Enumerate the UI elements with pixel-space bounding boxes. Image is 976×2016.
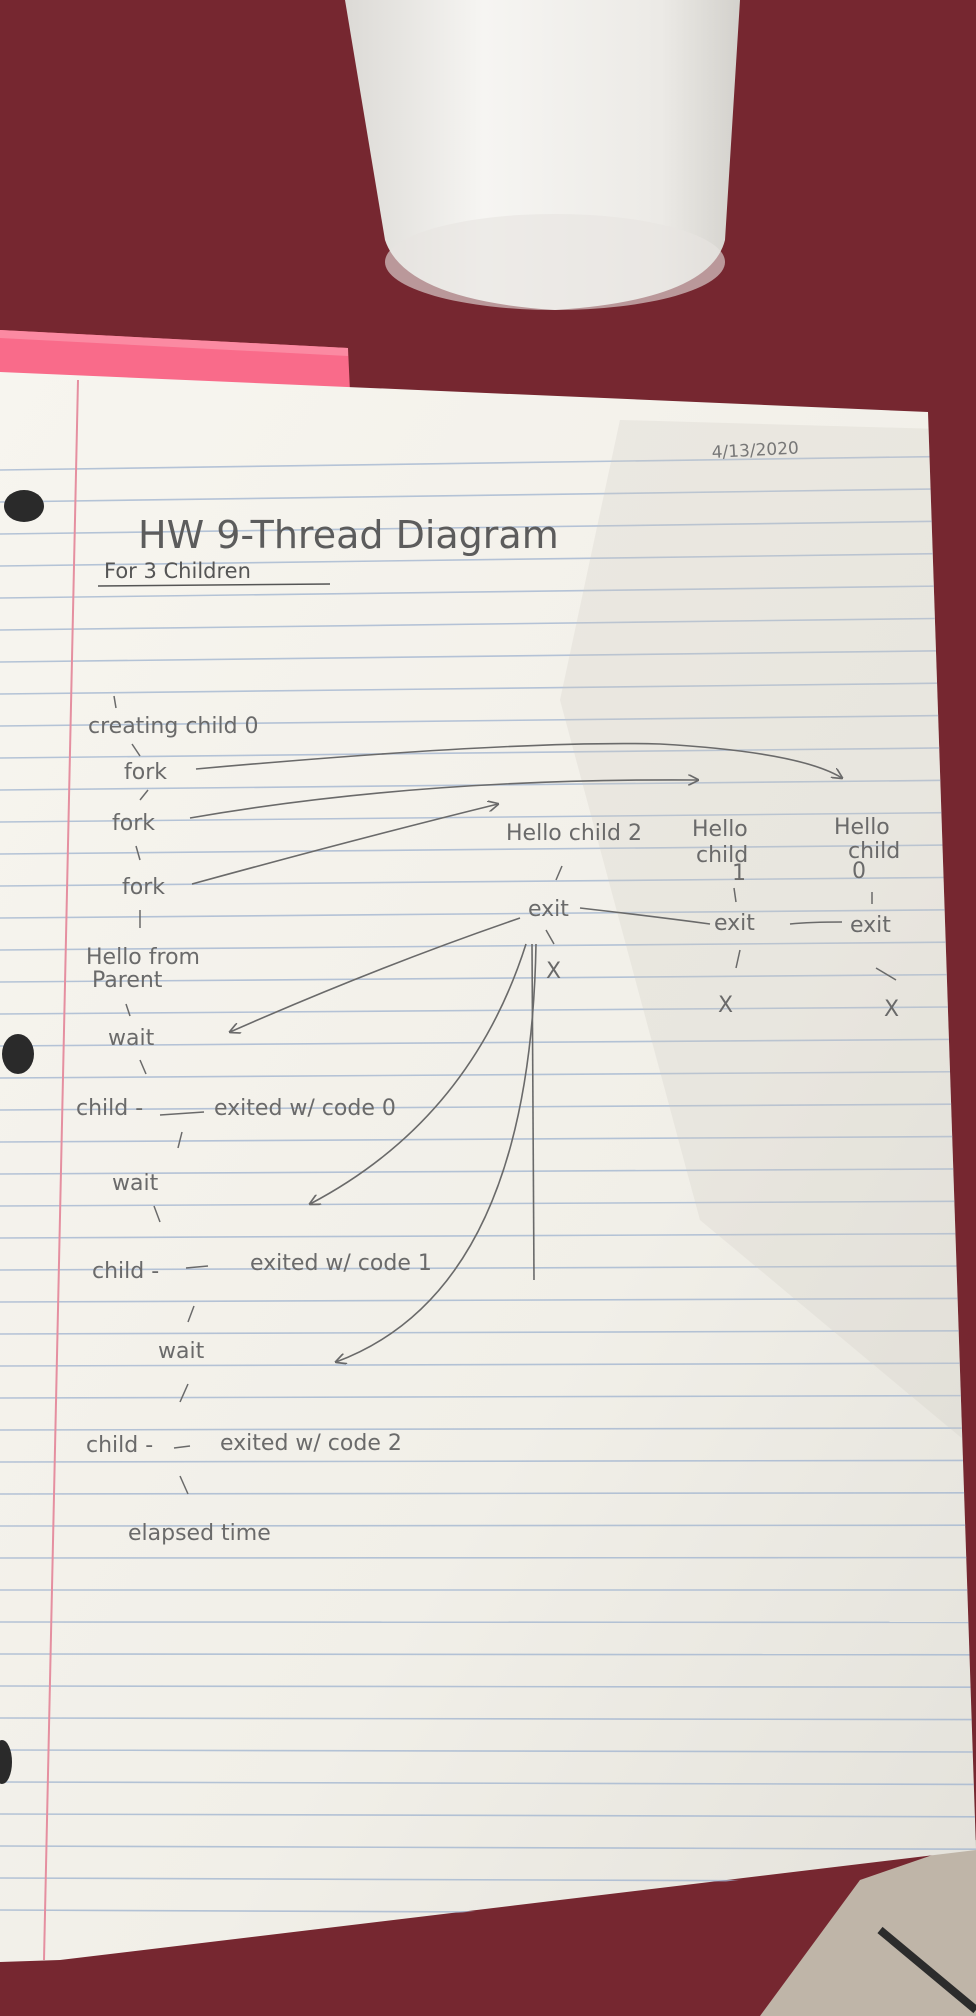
arrow-fork-to-child-1 — [189, 780, 698, 819]
child-0-exit: exit — [850, 913, 891, 938]
parent-child-3: child - — [86, 1433, 153, 1458]
white-cup — [345, 0, 740, 310]
title: HW 9-Thread Diagram — [138, 513, 559, 557]
ruled-line — [0, 520, 976, 535]
child-2-hello: Hello child 2 — [506, 821, 642, 846]
child-1-hello-line-2: child — [696, 843, 748, 868]
ruled-line — [0, 1717, 976, 1721]
parent-label: Parent — [92, 968, 163, 993]
parent-exit-code-0: exited w/ code 0 — [214, 1096, 396, 1121]
ruled-line — [0, 1006, 976, 1015]
ruled-line — [0, 1297, 976, 1303]
child-2-vertical-line — [531, 943, 535, 1281]
ruled-line — [0, 1685, 976, 1688]
child-1-hello-line-1: Hello — [692, 817, 748, 842]
ruled-line — [0, 973, 976, 983]
ruled-line — [0, 1232, 976, 1239]
ruled-line — [0, 876, 976, 887]
ruled-line — [0, 617, 976, 631]
child-0-end: X — [884, 997, 899, 1022]
arrow-exit-to-wait-3 — [336, 943, 537, 1362]
ruled-line — [0, 1653, 976, 1656]
child-1-hello-line-3: 1 — [732, 861, 746, 886]
ruled-line — [0, 584, 976, 599]
ruled-line — [0, 1200, 976, 1207]
parent-elapsed-time: elapsed time — [128, 1521, 271, 1546]
parent-fork-2: fork — [112, 811, 155, 836]
child-0-hello-line-1: Hello — [834, 815, 890, 840]
subtitle: For 3 Children — [104, 559, 251, 583]
ruled-line — [0, 1524, 976, 1527]
arrow-fork-to-child-2 — [191, 804, 498, 885]
ruled-line — [0, 1781, 976, 1786]
ruled-line — [0, 1135, 976, 1143]
child-2-end: X — [546, 959, 561, 984]
ruled-line — [0, 1845, 976, 1850]
ruled-line — [0, 1070, 976, 1079]
parent-exit-code-2: exited w/ code 2 — [220, 1431, 402, 1456]
child-0-hello-line-3: 0 — [852, 859, 866, 884]
parent-hello-from: Hello from — [86, 945, 200, 970]
ruled-line — [0, 487, 976, 503]
carpet-corner — [760, 1840, 976, 2016]
child-1-exit: exit — [714, 911, 755, 936]
child-2-exit: exit — [528, 897, 569, 922]
parent-wait-1: wait — [108, 1026, 155, 1051]
ruled-line — [0, 1103, 976, 1111]
child-0-hello-line-2: child — [848, 839, 900, 864]
parent-child-1: child - — [76, 1096, 143, 1121]
ruled-line — [0, 714, 976, 727]
ruled-line — [0, 1330, 976, 1335]
subtitle-underline — [97, 583, 331, 587]
parent-wait-2: wait — [112, 1171, 159, 1196]
ruled-line — [0, 1492, 976, 1495]
parent-fork-1: fork — [124, 760, 167, 785]
handwriting: 4/13/2020 HW 9-Thread Diagram For 3 Chil… — [76, 438, 900, 1546]
binder-holes — [0, 490, 44, 1784]
parent-creating-child-0: creating child 0 — [88, 714, 259, 739]
ruled-line — [0, 746, 976, 759]
child-1-end: X — [718, 993, 733, 1018]
ruled-line — [0, 1459, 976, 1463]
ruled-line — [0, 908, 976, 919]
ruled-line — [0, 1749, 976, 1753]
arrow-fork-to-child-0 — [195, 742, 842, 778]
ruled-line — [0, 1394, 976, 1399]
ruled-line — [0, 552, 976, 567]
notebook-paper — [0, 372, 976, 1962]
parent-child-2: child - — [92, 1259, 159, 1284]
ruled-line — [0, 1362, 976, 1367]
parent-wait-3: wait — [158, 1339, 205, 1364]
ruled-line — [0, 682, 976, 695]
ruled-line — [0, 1038, 976, 1047]
ruled-line — [0, 1813, 976, 1818]
ruled-line — [0, 1265, 976, 1271]
arrow-exit-to-wait-1 — [230, 917, 521, 1032]
ruled-line — [0, 455, 976, 471]
ruled-line — [0, 1427, 976, 1431]
ruled-line — [0, 649, 976, 663]
ruled-line — [0, 811, 976, 823]
parent-fork-3: fork — [122, 875, 165, 900]
diagram-arrows — [159, 742, 843, 1449]
exit-line-children — [579, 907, 843, 925]
parent-exit-code-1: exited w/ code 1 — [250, 1251, 432, 1276]
ruled-line — [0, 844, 976, 855]
margin-line — [43, 379, 79, 1961]
arrow-exit-to-wait-2 — [310, 943, 527, 1204]
ruled-lines — [0, 455, 976, 1915]
ruled-line — [0, 941, 976, 951]
date: 4/13/2020 — [711, 438, 799, 463]
ruled-line — [0, 1168, 976, 1175]
